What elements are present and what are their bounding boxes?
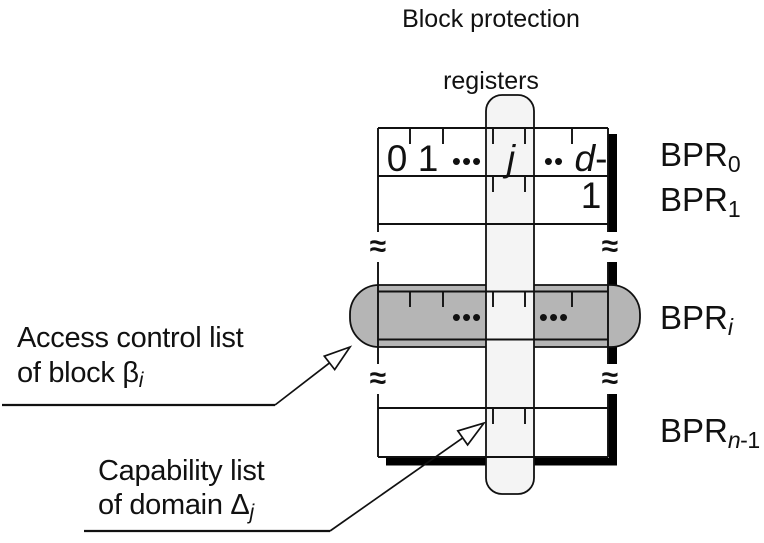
right-shadow-seg1: [608, 134, 617, 241]
break-symbol-bottom-right: ≈: [590, 364, 630, 394]
cap-leader-line: [329, 437, 464, 532]
label-bpr-n1: BPRn-1: [660, 414, 760, 457]
label-bpr-1: BPR1: [660, 181, 741, 226]
acl-annotation: Access control list of block βi: [17, 321, 244, 398]
bprn1-base: BPR: [660, 412, 728, 449]
header-cell-0: 0: [386, 138, 408, 179]
gray-row-ticks: [409, 292, 573, 307]
header-cell-d1-plain: -1: [580, 138, 608, 216]
cell-ticks: [409, 129, 573, 424]
bpri-sub-italic: i: [727, 314, 733, 340]
gray-row-dots-left: •••: [451, 302, 483, 332]
right-shadow-seg3: [608, 391, 617, 466]
beta-symbol: β: [122, 357, 139, 389]
cap-subscript: j: [249, 501, 255, 524]
cap-arrowhead-icon: [456, 421, 487, 447]
header-cell-d1-italic: d: [574, 138, 596, 179]
cap-line1: Capability list: [98, 455, 265, 487]
cap-line2: of domain: [98, 489, 231, 521]
diagram-title: Block protection registers: [366, 4, 616, 97]
bpri-base: BPR: [660, 299, 728, 336]
title-line2: registers: [443, 67, 539, 95]
bpr0-sub-plain: 0: [727, 151, 741, 177]
gray-row-dots-right: •••: [538, 302, 570, 332]
delta-symbol: Δ: [230, 489, 250, 521]
header-ellipsis-right: ••: [543, 146, 565, 176]
annotation-arrows: [2, 345, 487, 533]
last-row-ticks: [492, 409, 526, 424]
bpr0-sub: 0: [727, 151, 741, 177]
bprn1-sub-italic: n: [727, 427, 741, 453]
acl-line2: of block: [17, 357, 123, 389]
bpr0-base: BPR: [660, 136, 728, 173]
label-bpr-i: BPRi: [660, 299, 733, 344]
bpr1-sub-plain: 1: [727, 196, 741, 222]
break-symbol-bottom-left: ≈: [358, 364, 398, 394]
cap-annotation: Capability list of domain Δj: [98, 454, 265, 530]
header-cell-d1: d-1: [566, 138, 616, 214]
bpri-sub: i: [728, 314, 733, 340]
bprn1-sub-plain: -1: [740, 427, 760, 453]
header-ellipsis-left: •••: [451, 146, 483, 176]
acl-line1: Access control list: [17, 322, 244, 354]
break-symbol-top-left: ≈: [358, 232, 398, 262]
break-symbol-top-right: ≈: [590, 232, 630, 262]
acl-leader-line: [274, 362, 331, 406]
bprn1-sub: n-1: [728, 427, 760, 453]
table-grid: [377, 127, 609, 458]
title-line1: Block protection: [402, 5, 580, 33]
header-ticks: [409, 129, 573, 144]
row1-ticks: [492, 177, 526, 192]
header-cell-j: j: [506, 138, 516, 179]
header-cell-1: 1: [417, 138, 439, 179]
bpr1-base: BPR: [660, 181, 728, 218]
label-bpr-0: BPR0: [660, 136, 741, 181]
acl-arrowhead-icon: [322, 345, 353, 372]
acl-subscript: i: [138, 369, 144, 392]
capability-column-capsule: [485, 94, 535, 495]
bpr1-sub: 1: [727, 196, 741, 222]
